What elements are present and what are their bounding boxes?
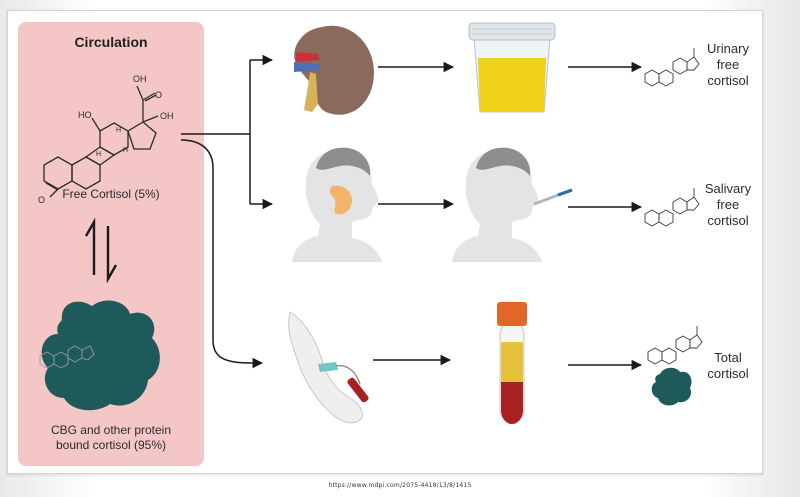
molecule-ho-left: HO bbox=[78, 110, 92, 120]
total-cortisol-label: Total cortisol bbox=[690, 350, 766, 382]
salivary-free-cortisol-label: Salivary free cortisol bbox=[690, 181, 766, 229]
arm-blood-draw-icon bbox=[288, 311, 369, 424]
total-label-line2: cortisol bbox=[707, 366, 749, 381]
face-salivary-gland-icon bbox=[292, 147, 382, 262]
bound-cortisol-molecule bbox=[39, 345, 95, 369]
circulation-title: Circulation bbox=[74, 34, 148, 50]
molecule-h-3: H bbox=[123, 147, 128, 154]
molecule-o-keto: O bbox=[155, 90, 162, 100]
equilibrium-arrows bbox=[84, 217, 118, 284]
flow-arrows bbox=[250, 54, 643, 371]
cbg-bound-cortisol-label: CBG and other protein bound cortisol (95… bbox=[18, 423, 204, 453]
molecule-h-2: H bbox=[96, 151, 101, 158]
free-cortisol-label: Free Cortisol (5%) bbox=[62, 187, 160, 201]
urinary-label-line1: Urinary bbox=[707, 41, 749, 56]
source-url[interactable]: https://www.mdpi.com/2075-4418/13/8/1415 bbox=[328, 482, 472, 489]
face-saliva-swab-icon bbox=[452, 147, 573, 262]
urinary-free-cortisol-label: Urinary free cortisol bbox=[690, 41, 766, 89]
cbg-protein-blob bbox=[41, 300, 160, 411]
cbg-label-line2: bound cortisol (95%) bbox=[55, 438, 167, 452]
molecule-h-1: H bbox=[116, 127, 121, 134]
urine-cup-icon bbox=[468, 22, 556, 113]
total-cortisol-molecule bbox=[647, 326, 703, 365]
urinary-label-line3: cortisol bbox=[707, 73, 749, 88]
total-cortisol-protein-blob bbox=[651, 367, 692, 406]
cbg-label-line1: CBG and other protein bbox=[50, 423, 172, 437]
salivary-cortisol-molecule bbox=[644, 188, 700, 227]
salivary-label-line2: free bbox=[716, 197, 740, 212]
cortisol-molecule bbox=[43, 85, 159, 198]
blood-tube-icon bbox=[497, 302, 527, 424]
branch-lines bbox=[180, 60, 251, 364]
kidney-icon bbox=[294, 25, 374, 115]
molecule-oh-right: OH bbox=[160, 111, 174, 121]
molecule-oh-top: OH bbox=[133, 74, 147, 84]
salivary-label-line1: Salivary bbox=[704, 181, 752, 196]
urinary-label-line2: free bbox=[716, 57, 740, 72]
molecule-o-ring: O bbox=[38, 195, 45, 205]
salivary-label-line3: cortisol bbox=[707, 213, 749, 228]
total-label-line1: Total bbox=[714, 350, 742, 365]
urinary-cortisol-molecule bbox=[644, 48, 700, 87]
